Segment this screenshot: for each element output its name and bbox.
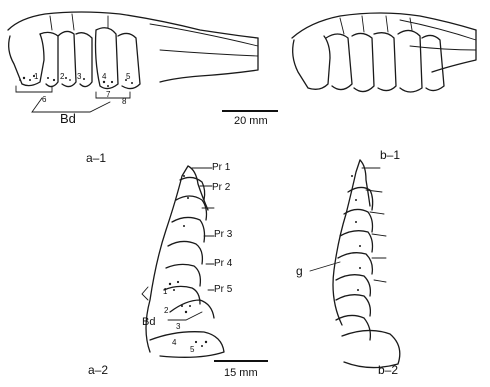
g-pointer [310, 262, 340, 271]
plate-number: 1 [34, 72, 39, 81]
process-label: Pr 1 [212, 162, 231, 173]
specimen-b2 [310, 160, 400, 368]
process-label: Pr 4 [214, 258, 233, 269]
plate-number-labels-a2: 1 2 3 4 5 [163, 287, 195, 354]
plate-number: 4 [172, 338, 177, 347]
process-label: Pr 2 [212, 182, 231, 193]
specimen-a2 [142, 166, 224, 357]
bd-pointer-a2 [168, 312, 202, 320]
bracket-6 [16, 86, 52, 92]
brush-label-a1: Bd [60, 111, 76, 126]
plate-number: 3 [176, 322, 181, 331]
plate-number: 1 [163, 287, 168, 296]
specks-b2 [351, 175, 361, 291]
plate-number: 5 [126, 72, 131, 81]
specimen-b1 [292, 13, 476, 92]
group-number: 6 [42, 95, 47, 104]
plate-number: 5 [190, 345, 195, 354]
caption-a2: a–2 [88, 363, 108, 377]
process-labels-a2: Pr 1 Pr 2 Pr 3 Pr 4 Pr 5 [212, 162, 233, 295]
plate-number: 4 [102, 72, 107, 81]
caption-a1: a–1 [86, 151, 106, 165]
plate-number-labels-a1: 1 2 3 4 5 6 7 8 [34, 72, 131, 106]
caption-b1: b–1 [380, 148, 400, 162]
process-label: Pr 3 [214, 229, 233, 240]
plate-number: 2 [164, 306, 169, 315]
group-number: 8 [122, 97, 127, 106]
plate-number: 3 [77, 72, 82, 81]
group-number: 7 [106, 90, 111, 99]
process-label: Pr 5 [214, 284, 233, 295]
brush-label-a2: Bd [142, 316, 155, 328]
bracket-a2 [142, 287, 148, 300]
scale-label-15mm: 15 mm [224, 367, 258, 379]
caption-b2: b–2 [378, 363, 398, 377]
marker-label-g: g [296, 264, 303, 278]
scale-label-20mm: 20 mm [234, 115, 268, 127]
plate-number: 2 [60, 72, 65, 81]
